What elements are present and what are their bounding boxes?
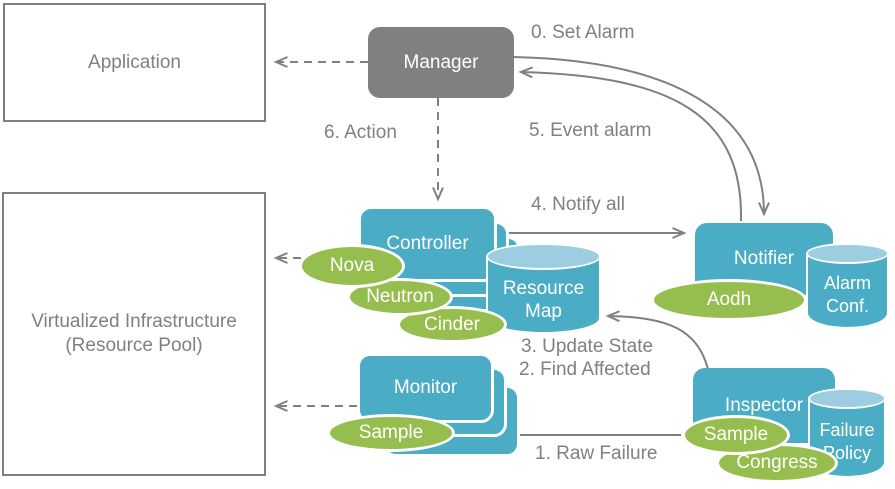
failure-policy-datastore: Failure Policy <box>808 388 886 478</box>
application-box: Application <box>3 3 266 122</box>
inspector-sample-plugin-ellipse: Sample <box>682 415 790 455</box>
resource-map-label: Resource Map <box>502 278 585 322</box>
neutron-label: Neutron <box>366 286 434 307</box>
alarm-conf-datastore: Alarm Conf. <box>806 243 889 329</box>
nova-label: Nova <box>329 255 375 276</box>
cinder-label: Cinder <box>424 313 480 335</box>
nova-plugin-ellipse: Nova <box>299 244 405 288</box>
flow-label-notify-all: 4. Notify all <box>531 194 625 215</box>
flow-label-update-state: 3. Update State <box>521 336 654 357</box>
resource-map-cylinder-top <box>486 243 601 270</box>
arrow-notifier-to-manager-event-alarm <box>518 66 743 222</box>
congress-plugin-ellipse: Congress <box>716 443 838 483</box>
flow-label-find-affected: 2. Find Affected <box>519 359 651 380</box>
monitor-sample-plugin-ellipse: Sample <box>327 414 455 452</box>
aodh-plugin-ellipse: Aodh <box>651 279 807 321</box>
controller-label: Controller <box>386 233 469 254</box>
virtualized-infrastructure-label: Virtualized Infrastructure (Resource Poo… <box>31 311 237 356</box>
monitor-box: Monitor <box>357 353 494 423</box>
monitor-stack: Monitor <box>357 353 520 457</box>
inspector-sample-label: Sample <box>703 424 769 445</box>
arrow-inspector-to-resource-map <box>605 310 709 370</box>
manager-label: Manager <box>403 51 479 73</box>
monitor-sample-label: Sample <box>358 422 424 443</box>
alarm-conf-cylinder-top <box>806 243 889 264</box>
alarm-conf-cylinder-body <box>806 253 889 329</box>
arrow-manager-to-notifier-set-alarm <box>512 56 770 217</box>
flow-label-raw-failure: 1. Raw Failure <box>535 443 658 464</box>
aodh-label: Aodh <box>706 289 752 310</box>
manager-box: Manager <box>368 27 514 98</box>
congress-label: Congress <box>736 452 818 473</box>
flow-label-set-alarm: 0. Set Alarm <box>531 22 635 43</box>
flow-label-event-alarm: 5. Event alarm <box>529 120 652 141</box>
monitor-label: Monitor <box>393 377 458 398</box>
inspector-label: Inspector <box>724 394 804 416</box>
application-label: Application <box>88 51 181 73</box>
flow-label-action: 6. Action <box>324 122 397 143</box>
notifier-label: Notifier <box>733 248 795 269</box>
alarm-conf-label: Alarm Conf. <box>823 273 871 316</box>
virtualized-infrastructure-box: Virtualized Infrastructure (Resource Poo… <box>2 192 266 476</box>
failure-policy-cylinder-top <box>808 388 886 409</box>
